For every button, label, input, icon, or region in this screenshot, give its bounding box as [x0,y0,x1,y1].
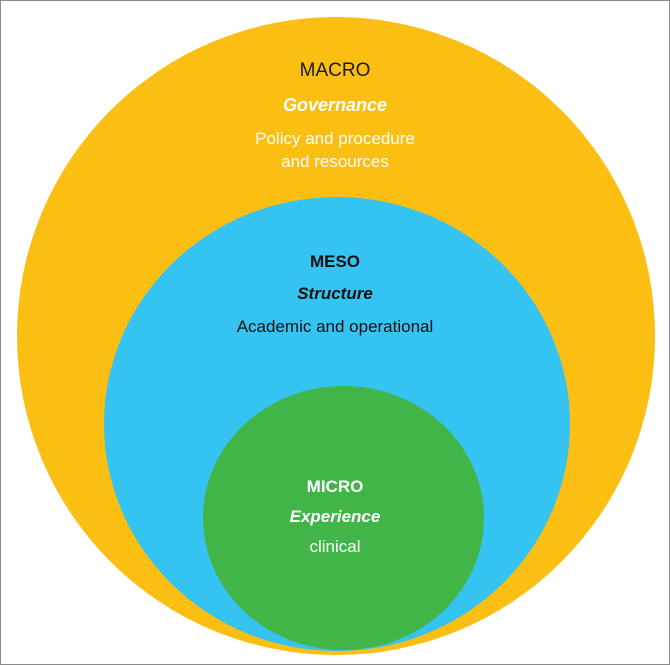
macro-description-line-2: and resources [281,152,389,171]
macro-subtitle: Governance [282,95,388,115]
micro-circle [203,386,484,650]
micro-description-line-1: clinical [309,537,361,556]
meso-description-line-1: Academic and operational [236,317,434,336]
meso-subtitle: Structure [297,284,373,303]
micro-title: MICRO [306,477,364,496]
macro-title: MACRO [299,60,371,81]
micro-subtitle: Experience [289,507,381,526]
macro-description-line-1: Policy and procedure [255,129,415,148]
meso-title: MESO [309,252,361,271]
